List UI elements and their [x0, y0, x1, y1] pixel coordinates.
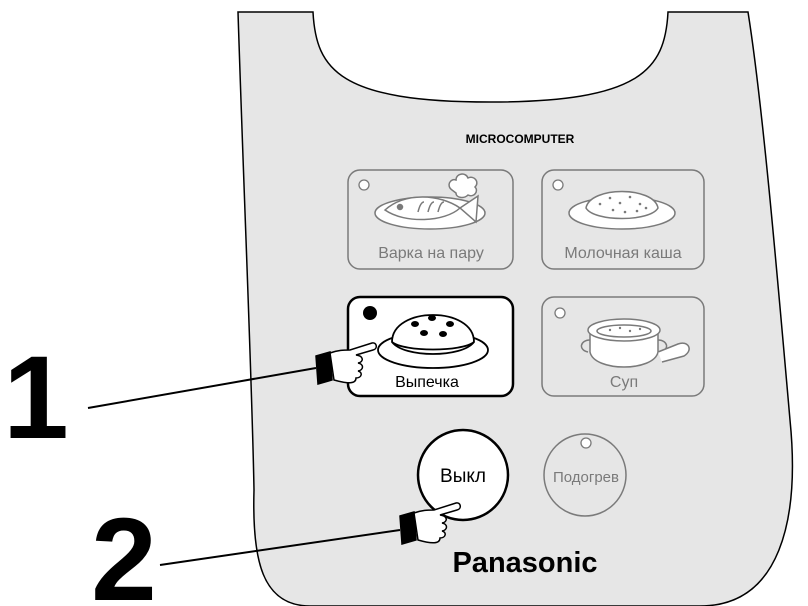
- callout-1-leader-line: [87, 367, 317, 409]
- soup-pot-icon: [580, 318, 690, 368]
- keep-warm-indicator-led: [580, 437, 592, 449]
- baking-indicator-led: [363, 306, 377, 320]
- porridge-indicator-led: [552, 179, 564, 191]
- soup-mode-button[interactable]: Суп: [541, 296, 705, 397]
- cake-icon: [377, 314, 489, 369]
- pointing-hand-icon: [399, 502, 461, 545]
- porridge-mode-button[interactable]: Молочная каша: [541, 169, 705, 270]
- callout-1-number: 1: [3, 332, 69, 464]
- steam-mode-button[interactable]: Варка на пару: [347, 169, 514, 270]
- steam-mode-label: Варка на пару: [378, 245, 484, 262]
- keep-warm-button[interactable]: Подогрев: [543, 433, 627, 517]
- brand-logo: Panasonic: [452, 547, 597, 579]
- baking-mode-button[interactable]: Выпечка: [346, 295, 515, 398]
- off-button-label: Выкл: [440, 466, 486, 487]
- callout-2-leader-line: [159, 529, 401, 566]
- control-panel: [237, 11, 794, 606]
- pointing-hand-icon: [315, 342, 377, 385]
- callout-2-number: 2: [91, 494, 157, 606]
- keep-warm-label: Подогрев: [553, 469, 619, 486]
- panel-header: MICROCOMPUTER: [466, 132, 575, 146]
- steam-indicator-led: [358, 179, 370, 191]
- baking-mode-label: Выпечка: [395, 374, 459, 391]
- soup-mode-label: Суп: [610, 374, 638, 391]
- porridge-bowl-icon: [568, 190, 676, 230]
- porridge-mode-label: Молочная каша: [564, 245, 681, 262]
- soup-indicator-led: [554, 307, 566, 319]
- steamed-fish-icon: [374, 173, 486, 230]
- off-button[interactable]: Выкл: [416, 428, 510, 522]
